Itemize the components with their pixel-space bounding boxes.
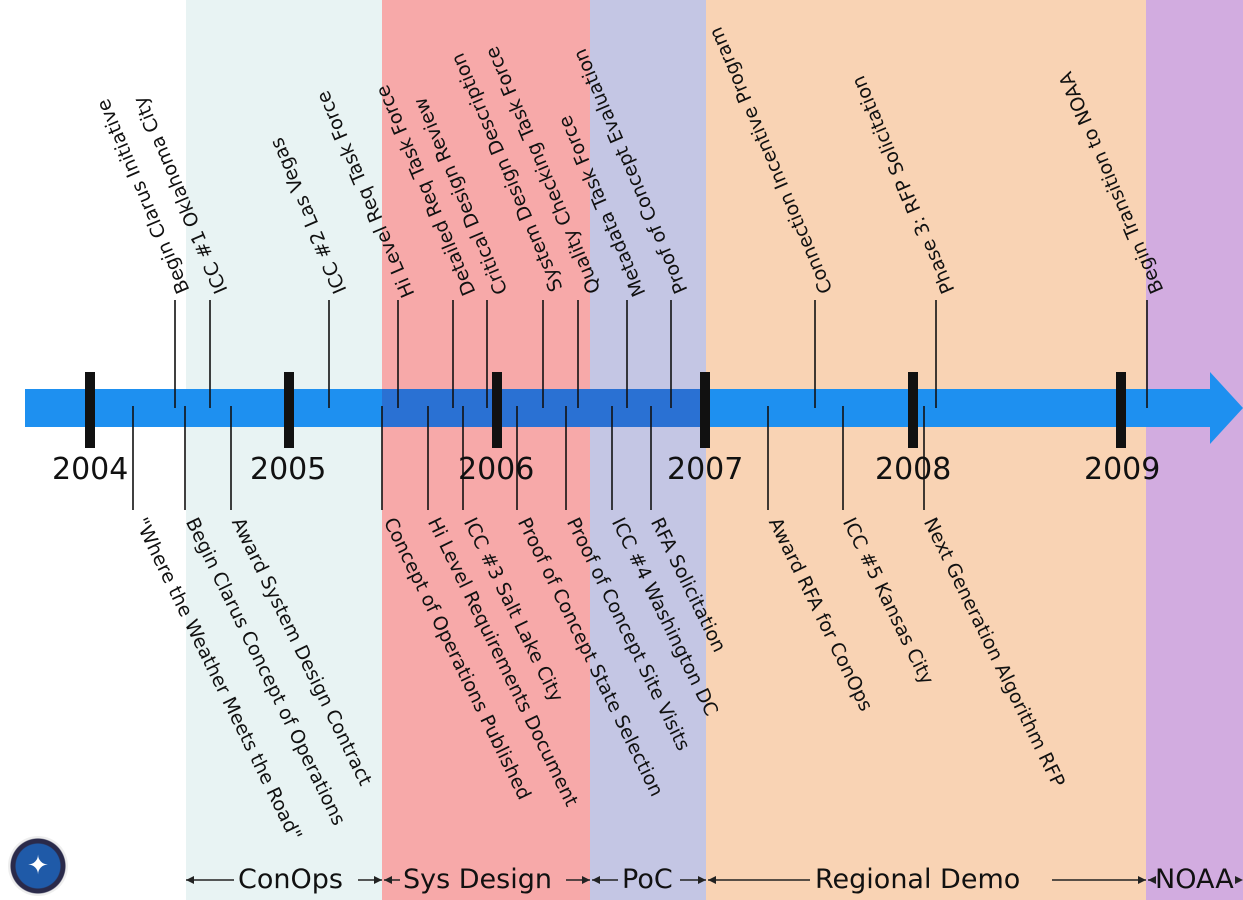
year-label-2005: 2005	[250, 452, 327, 487]
phase-band-poc	[590, 0, 706, 900]
timeline-arrow-shade	[382, 389, 706, 427]
phase-band-noaa	[1146, 0, 1243, 900]
year-tick-2009	[1116, 372, 1126, 448]
phase-label-noaa: NOAA	[1155, 864, 1234, 895]
phase-band-regional-demo	[706, 0, 1146, 900]
phase-arrowhead-poc-right	[698, 876, 706, 884]
phase-band-conops	[186, 0, 382, 900]
year-label-2004: 2004	[52, 452, 129, 487]
phase-arrowhead-sysdesign-right	[582, 876, 590, 884]
year-tick-2008	[908, 372, 918, 448]
year-label-2009: 2009	[1084, 452, 1161, 487]
phase-label-poc: PoC	[622, 864, 673, 895]
phase-arrowhead-noaa-left	[1148, 876, 1156, 884]
phase-arrowhead-conops-right	[374, 876, 382, 884]
phase-arrowhead-sysdesign-left	[384, 876, 392, 884]
phase-label-regional-demo: Regional Demo	[815, 864, 1021, 895]
phase-arrowhead-poc-left	[592, 876, 600, 884]
year-tick-2005	[284, 372, 294, 448]
phase-arrowhead-conops-left	[186, 876, 194, 884]
phase-band-sys-design	[382, 0, 590, 900]
year-tick-2004	[85, 372, 95, 448]
phase-label-conops: ConOps	[238, 864, 343, 895]
phase-arrowhead-regional-left	[708, 876, 716, 884]
year-label-2007: 2007	[667, 452, 744, 487]
year-label-2008: 2008	[875, 452, 952, 487]
phase-arrowhead-regional-right	[1138, 876, 1146, 884]
year-tick-2006	[492, 372, 502, 448]
year-tick-2007	[700, 372, 710, 448]
dot-seal-icon: ✦	[8, 836, 68, 896]
year-label-2006: 2006	[458, 452, 535, 487]
phase-arrowhead-noaa-right	[1235, 876, 1243, 884]
timeline-arrow-body	[25, 389, 1212, 427]
phase-label-sys-design: Sys Design	[403, 864, 552, 895]
timeline-arrow-head	[1210, 372, 1243, 444]
